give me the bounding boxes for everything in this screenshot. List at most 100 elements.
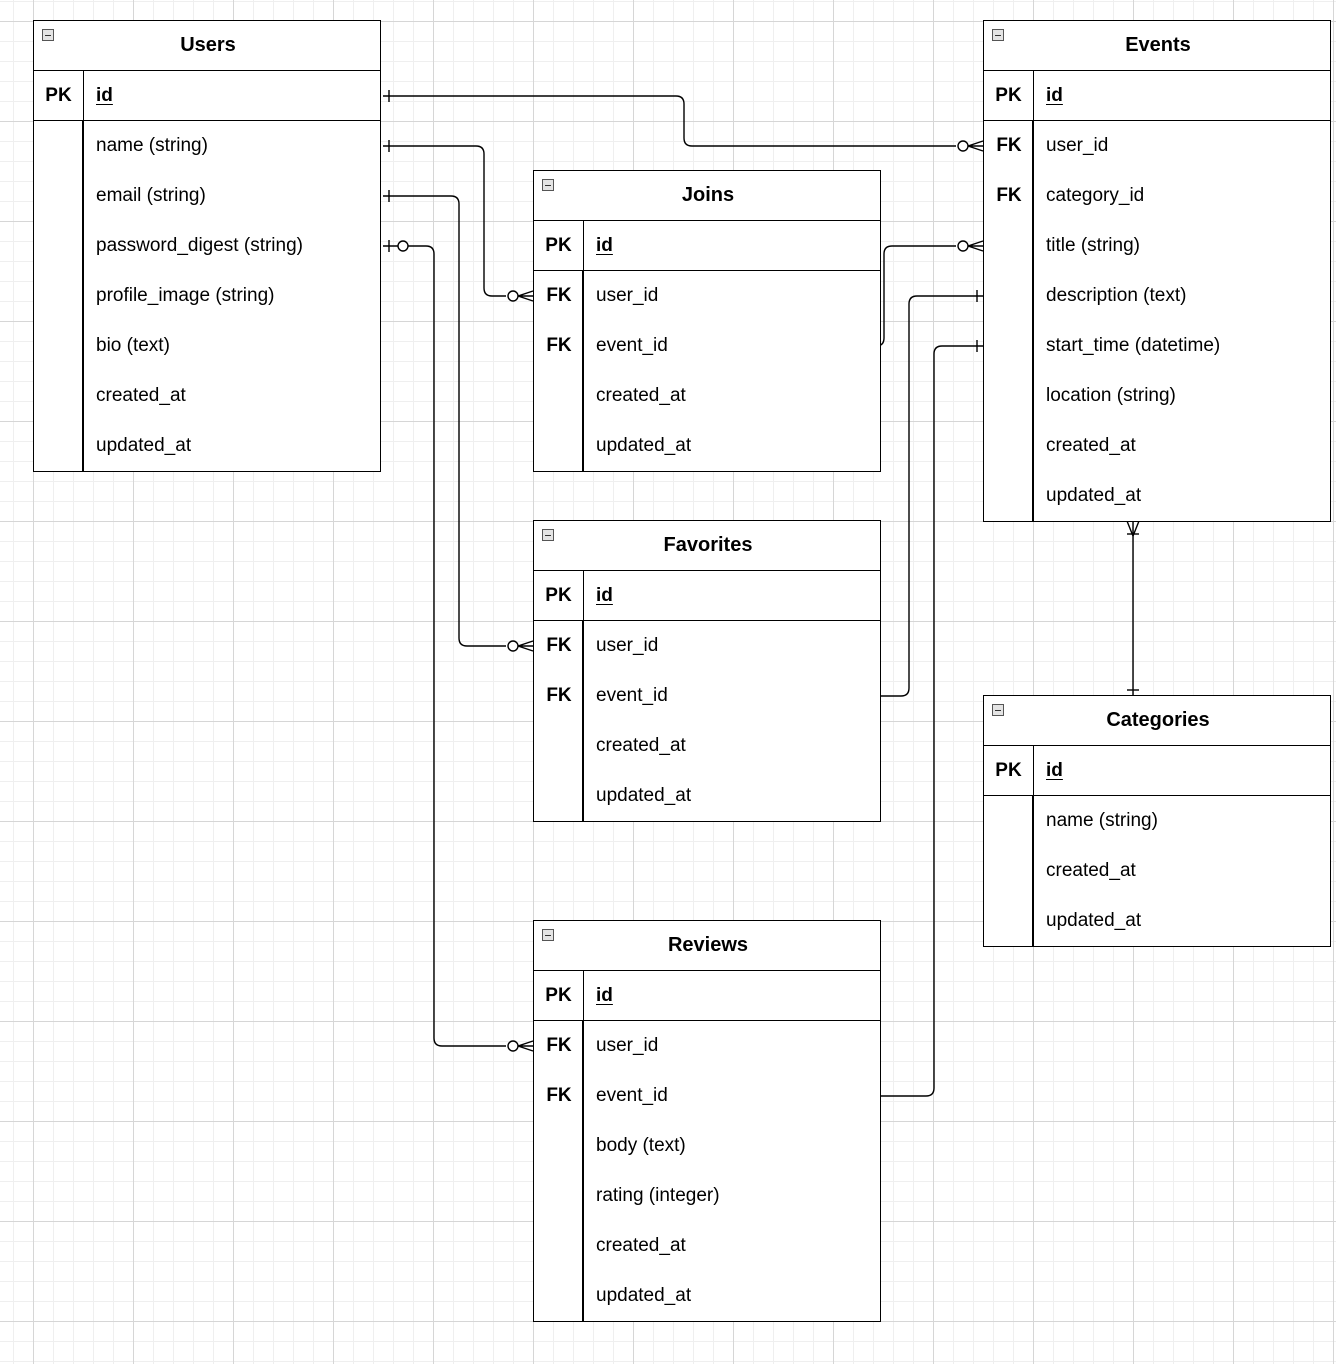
attribute-row[interactable]: FK event_id	[534, 321, 880, 371]
key-label	[984, 846, 1034, 896]
attribute-row[interactable]: updated_at	[984, 896, 1330, 946]
entity-favorites[interactable]: Favorites PK id FK user_id FK event_id c…	[533, 520, 881, 822]
field-name: created_at	[96, 385, 186, 406]
attribute-row[interactable]: name (string)	[34, 121, 380, 171]
entity-users[interactable]: Users PK id name (string) email (string)…	[33, 20, 381, 472]
relation-users-reviews	[383, 240, 534, 1052]
attribute-row[interactable]: created_at	[34, 371, 380, 421]
attribute-row[interactable]: email (string)	[34, 171, 380, 221]
attribute-row[interactable]: password_digest (string)	[34, 221, 380, 271]
field-name: name (string)	[1046, 810, 1158, 831]
attribute-row[interactable]: created_at	[534, 371, 880, 421]
entity-title: Joins	[681, 184, 735, 206]
relation-users-joins	[383, 140, 534, 302]
collapse-icon[interactable]	[992, 29, 1004, 41]
attribute-row[interactable]: FK user_id	[984, 121, 1330, 171]
attribute-row[interactable]: start_time (datetime)	[984, 321, 1330, 371]
attribute-row[interactable]: FK category_id	[984, 171, 1330, 221]
field-name: id	[1046, 759, 1063, 781]
field-name: id	[96, 84, 113, 106]
attribute-list: FK user_id FK event_id created_at update…	[534, 271, 880, 471]
key-label: FK	[996, 135, 1022, 156]
field-name: event_id	[596, 685, 668, 706]
attribute-row[interactable]: FK event_id	[534, 1071, 880, 1121]
field-name: password_digest (string)	[96, 235, 303, 256]
collapse-icon[interactable]	[542, 929, 554, 941]
attribute-row[interactable]: created_at	[984, 846, 1330, 896]
entity-header: Categories	[984, 696, 1330, 746]
attribute-row[interactable]: name (string)	[984, 796, 1330, 846]
field-name: location (string)	[1046, 385, 1176, 406]
attribute-row[interactable]: created_at	[534, 721, 880, 771]
attribute-row[interactable]: body (text)	[534, 1121, 880, 1171]
field-name: body (text)	[596, 1135, 686, 1156]
attribute-row[interactable]: description (text)	[984, 271, 1330, 321]
key-label: FK	[996, 185, 1022, 206]
primary-key-row[interactable]: PK id	[34, 71, 380, 121]
entity-title: Reviews	[667, 934, 749, 956]
entity-title: Favorites	[663, 534, 753, 556]
key-label: FK	[546, 635, 572, 656]
entity-joins[interactable]: Joins PK id FK user_id FK event_id creat…	[533, 170, 881, 472]
field-name: event_id	[596, 335, 668, 356]
entity-header: Events	[984, 21, 1330, 71]
field-name: updated_at	[596, 785, 692, 806]
attribute-row[interactable]: location (string)	[984, 371, 1330, 421]
attribute-row[interactable]: FK user_id	[534, 621, 880, 671]
attribute-row[interactable]: FK event_id	[534, 671, 880, 721]
key-label: FK	[546, 685, 572, 706]
attribute-row[interactable]: rating (integer)	[534, 1171, 880, 1221]
field-name: created_at	[1046, 435, 1136, 456]
key-label: PK	[34, 71, 84, 120]
collapse-icon[interactable]	[42, 29, 54, 41]
key-label	[984, 796, 1034, 846]
collapse-icon[interactable]	[992, 704, 1004, 716]
attribute-row[interactable]: updated_at	[984, 471, 1330, 521]
primary-key-row[interactable]: PK id	[534, 971, 880, 1021]
key-label	[34, 371, 84, 421]
field-name: user_id	[1046, 135, 1109, 156]
field-name: user_id	[596, 635, 659, 656]
field-name: created_at	[1046, 860, 1136, 881]
attribute-row[interactable]: FK user_id	[534, 1021, 880, 1071]
attribute-list: FK user_id FK event_id body (text) ratin…	[534, 1021, 880, 1321]
key-label	[984, 896, 1034, 946]
primary-key-row[interactable]: PK id	[534, 221, 880, 271]
relation-events-categories	[1126, 520, 1140, 696]
field-name: updated_at	[596, 435, 692, 456]
key-label: FK	[546, 285, 572, 306]
field-name: start_time (datetime)	[1046, 335, 1221, 356]
attribute-row[interactable]: title (string)	[984, 221, 1330, 271]
attribute-row[interactable]: created_at	[534, 1221, 880, 1271]
entity-reviews[interactable]: Reviews PK id FK user_id FK event_id bod…	[533, 920, 881, 1322]
key-label: FK	[546, 1085, 572, 1106]
attribute-row[interactable]: created_at	[984, 421, 1330, 471]
key-label	[34, 121, 84, 171]
field-name: id	[596, 984, 613, 1006]
field-name: created_at	[596, 385, 686, 406]
attribute-row[interactable]: updated_at	[534, 771, 880, 821]
attribute-row[interactable]: profile_image (string)	[34, 271, 380, 321]
primary-key-row[interactable]: PK id	[534, 571, 880, 621]
collapse-icon[interactable]	[542, 529, 554, 541]
primary-key-row[interactable]: PK id	[984, 71, 1330, 121]
attribute-row[interactable]: updated_at	[534, 1271, 880, 1321]
field-name: updated_at	[1046, 485, 1142, 506]
attribute-row[interactable]: bio (text)	[34, 321, 380, 371]
relation-users-favorites	[383, 190, 534, 652]
field-name: id	[596, 584, 613, 606]
entity-header: Users	[34, 21, 380, 71]
key-label: PK	[534, 221, 584, 270]
field-name: created_at	[596, 1235, 686, 1256]
attribute-row[interactable]: updated_at	[534, 421, 880, 471]
primary-key-row[interactable]: PK id	[984, 746, 1330, 796]
key-label: FK	[546, 1035, 572, 1056]
collapse-icon[interactable]	[542, 179, 554, 191]
attribute-row[interactable]: FK user_id	[534, 271, 880, 321]
attribute-row[interactable]: updated_at	[34, 421, 380, 471]
entity-events[interactable]: Events PK id FK user_id FK category_id t…	[983, 20, 1331, 522]
entity-categories[interactable]: Categories PK id name (string) created_a…	[983, 695, 1331, 947]
field-name: bio (text)	[96, 335, 170, 356]
field-name: email (string)	[96, 185, 206, 206]
